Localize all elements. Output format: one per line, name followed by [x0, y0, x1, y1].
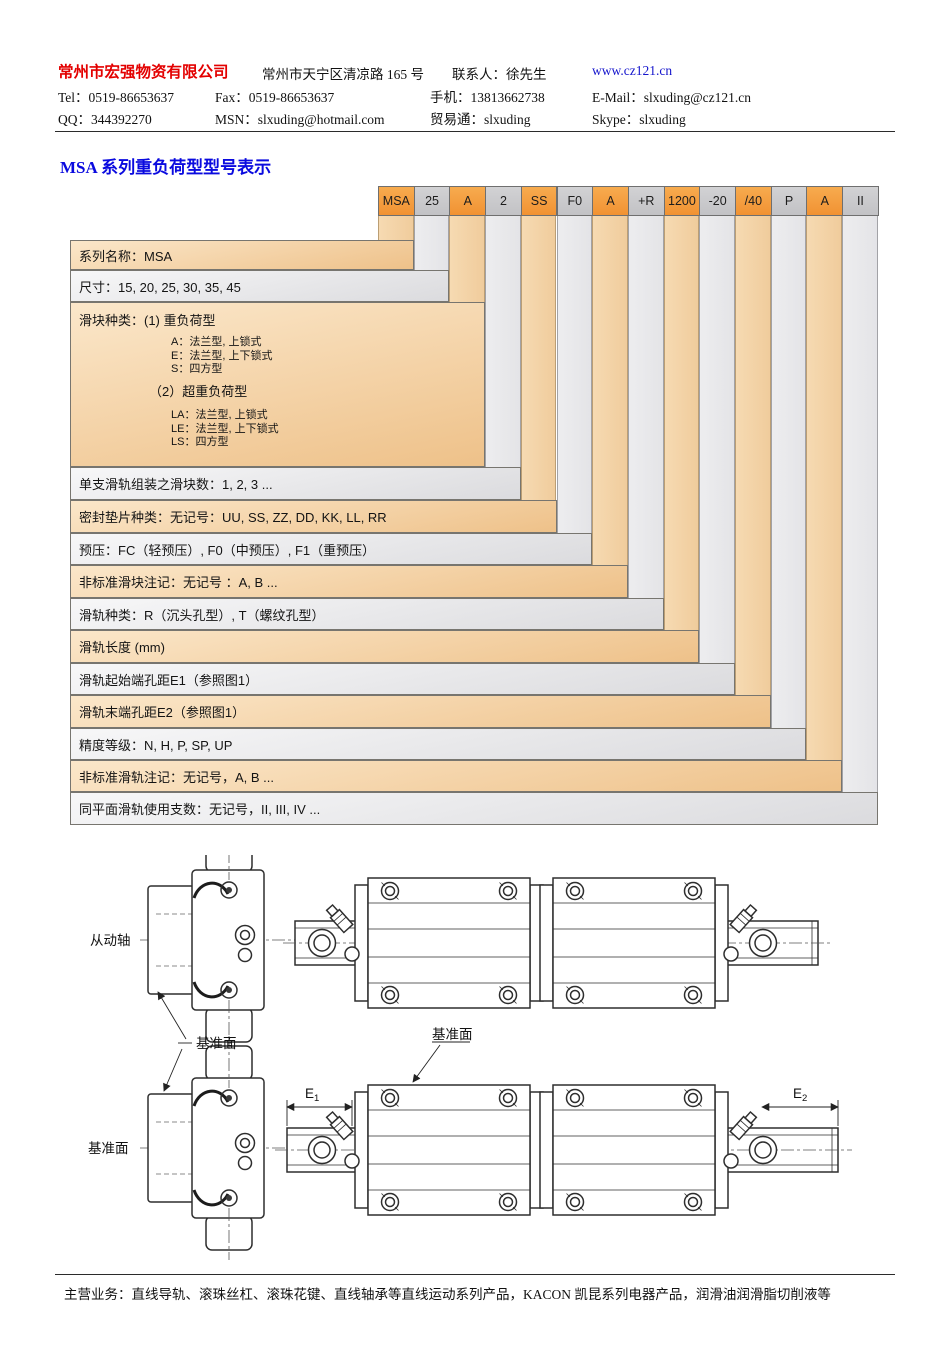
- code-box-10: -20: [699, 186, 736, 216]
- spec-label-1: 系列名称：MSA: [79, 248, 173, 264]
- mobile-number: 手机：13813662738: [430, 90, 545, 105]
- column-strip-10: [699, 216, 735, 695]
- spec-label-3: 滑块种类：(1) 重负荷型: [79, 313, 216, 328]
- code-box-12: P: [770, 186, 808, 216]
- spec-label-4: 单支滑轨组装之滑块数：1, 2, 3 ...: [79, 477, 273, 492]
- spec-band-6: 预压：FC（轻预压）, F0（中预压）, F1（重预压）: [70, 533, 593, 565]
- spec-label-8: 滑轨种类：R（沉头孔型）, T（螺纹孔型）: [79, 607, 325, 623]
- spec-label-5: 密封垫片种类：无记号：UU, SS, ZZ, DD, KK, LL, RR: [79, 510, 387, 525]
- datum-leader-up: [157, 991, 187, 1040]
- rail-assembly-bottom: [275, 1084, 852, 1216]
- contact-person: 联系人：徐先生: [452, 67, 547, 82]
- spec-label-6: 预压：FC（轻预压）, F0（中预压）, F1（重预压）: [79, 542, 376, 558]
- spec-label-10: 滑轨起始端孔距E1（参照图1）: [79, 672, 259, 688]
- spec-band-2: 尺寸：15, 20, 25, 30, 35, 45: [70, 270, 450, 302]
- spec-band-12: 精度等级：N, H, P, SP, UP: [70, 728, 807, 760]
- column-strip-8: [627, 216, 664, 630]
- code-box-7: A: [592, 186, 629, 216]
- block-type-super-heading: （2）超重负荷型: [149, 384, 248, 399]
- spec-band-7: 非标准滑块注记：无记号 ：A, B ...: [70, 565, 628, 598]
- rail-assembly-top: [283, 877, 832, 1009]
- block-type-super-3: LS：四方型: [171, 436, 229, 448]
- company-address: 常州市天宁区清凉路 165 号: [262, 67, 424, 82]
- code-box-5: SS: [520, 186, 558, 216]
- email-address: E-Mail：slxuding@cz121.cn: [592, 90, 752, 105]
- block-type-heavy-1: A：法兰型, 上锁式: [171, 336, 262, 348]
- spec-band-13: 非标准滑轨注记：无记号，A, B ...: [70, 760, 843, 792]
- block-type-super-1: LA：法兰型, 上锁式: [171, 409, 268, 421]
- footer-divider: [55, 1274, 895, 1275]
- model-number-diagram: 系列名称：MSA MSA 尺寸：15, 20, 25, 30, 35, 45 25 滑块…: [70, 186, 879, 825]
- spec-label-7: 非标准滑块注记：无记号 ：A, B ...: [79, 575, 278, 590]
- column-strip-13: [806, 216, 843, 792]
- column-strip-11: [735, 216, 771, 728]
- column-strip-12: [770, 216, 807, 760]
- column-strip-6: [556, 216, 593, 565]
- code-box-11: /40: [735, 186, 772, 216]
- column-strip-5: [520, 216, 557, 533]
- footer-business-scope: 主营业务：直线导轨、滚珠丝杠、滚珠花键、直线轴承等直线运动系列产品，KACON …: [64, 1287, 831, 1302]
- code-box-8: +R: [627, 186, 665, 216]
- column-strip-14: [842, 216, 878, 825]
- spec-band-9: 滑轨长度 (mm): [70, 630, 700, 663]
- spec-band-4: 单支滑轨组装之滑块数：1, 2, 3 ...: [70, 467, 521, 500]
- datum-plane-label-right: 基准面: [432, 1026, 473, 1042]
- spec-label-13: 非标准滑轨注记：无记号，A, B ...: [79, 769, 275, 785]
- code-box-14: II: [842, 186, 879, 216]
- code-box-13: A: [806, 186, 844, 216]
- spec-band-1: 系列名称：MSA: [70, 240, 414, 270]
- code-box-4: 2: [485, 186, 522, 216]
- skype-id: Skype：slxuding: [592, 112, 686, 127]
- block-type-heavy-3: S：四方型: [171, 363, 223, 375]
- code-box-9: 1200: [663, 186, 701, 216]
- code-box-1: MSA: [378, 186, 415, 216]
- datum-leader-right: [412, 1044, 441, 1083]
- column-strip-9: [663, 216, 700, 663]
- company-name: 常州市宏强物资有限公司: [58, 64, 229, 81]
- column-strip-4: [485, 216, 521, 500]
- e1-label: E1: [305, 1086, 319, 1104]
- block-type-super-2: LE：法兰型, 上下锁式: [171, 422, 279, 435]
- end-view-bottom: [140, 1036, 302, 1260]
- code-box-6: F0: [556, 186, 594, 216]
- website-link[interactable]: www.cz121.cn: [592, 63, 673, 78]
- spec-label-11: 滑轨末端孔距E2（参照图1）: [79, 705, 246, 720]
- datum-plane-label-bottom: 基准面: [88, 1140, 129, 1156]
- block-type-heavy-2: E：法兰型, 上下锁式: [171, 349, 273, 362]
- spec-label-9: 滑轨长度 (mm): [79, 640, 165, 655]
- spec-band-5: 密封垫片种类：无记号：UU, SS, ZZ, DD, KK, LL, RR: [70, 500, 557, 533]
- fax-number: Fax：0519-86653637: [215, 90, 335, 105]
- spec-band-8: 滑轨种类：R（沉头孔型）, T（螺纹孔型）: [70, 598, 664, 630]
- spec-label-12: 精度等级：N, H, P, SP, UP: [79, 737, 233, 753]
- spec-band-10: 滑轨起始端孔距E1（参照图1）: [70, 663, 735, 695]
- tel-number: Tel：0519-86653637: [58, 90, 175, 105]
- spec-label-2: 尺寸：15, 20, 25, 30, 35, 45: [79, 279, 241, 295]
- end-view-top: [140, 855, 302, 1052]
- page-title: MSA 系列重负荷型型号表示: [60, 158, 272, 177]
- datum-leader-down: [163, 1048, 183, 1092]
- header-divider: [55, 131, 895, 132]
- trade-id: 贸易通：slxuding: [430, 112, 531, 127]
- code-box-3: A: [449, 186, 487, 216]
- msn-address: MSN：slxuding@hotmail.com: [215, 112, 385, 127]
- column-strip-7: [592, 216, 628, 598]
- driven-shaft-label: 从动轴: [90, 933, 131, 948]
- qq-number: QQ：344392270: [58, 112, 152, 127]
- spec-band-11: 滑轨末端孔距E2（参照图1）: [70, 695, 771, 728]
- spec-band-14: 同平面滑轨使用支数：无记号，II, III, IV ...: [70, 792, 878, 825]
- spec-label-14: 同平面滑轨使用支数：无记号，II, III, IV ...: [79, 802, 321, 817]
- code-box-2: 25: [413, 186, 451, 216]
- e2-label: E2: [793, 1086, 807, 1104]
- datum-plane-label-left: 基准面: [196, 1035, 237, 1051]
